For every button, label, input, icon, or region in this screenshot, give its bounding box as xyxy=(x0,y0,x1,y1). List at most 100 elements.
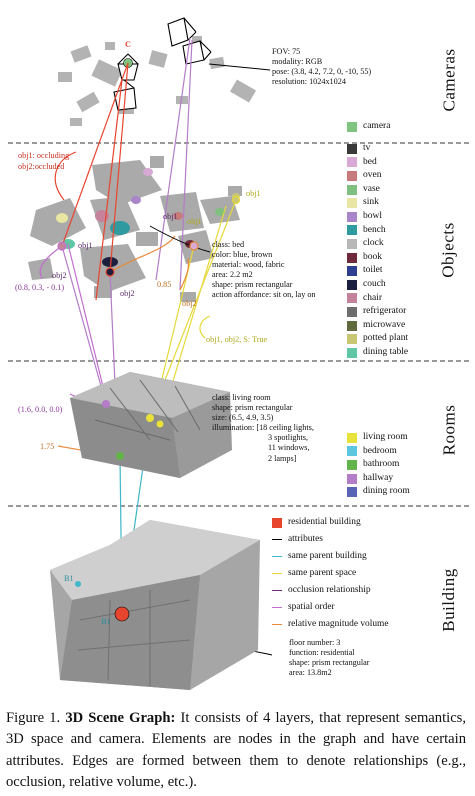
object-legend-item: bowl xyxy=(347,210,408,224)
building-model xyxy=(50,520,260,690)
layer-label-rooms: Rooms xyxy=(439,404,458,456)
object-legend-item: bed xyxy=(347,156,408,170)
object-legend-item: book xyxy=(347,251,408,265)
room-legend-label: bathroom xyxy=(363,459,400,470)
camera-swatch xyxy=(347,121,357,132)
object-legend-item: chair xyxy=(347,292,408,306)
caption-title: 3D Scene Graph: xyxy=(65,710,176,726)
obj1-label-a: obj1 xyxy=(78,241,93,250)
room-legend-swatch xyxy=(347,473,357,484)
camera-point-cloud xyxy=(58,36,257,126)
room-legend-label: hallway xyxy=(363,472,394,483)
object-legend-label: bench xyxy=(363,224,386,235)
object-legend-item: vase xyxy=(347,183,408,197)
object-legend-label: tv xyxy=(363,143,371,153)
camera-frustum-top xyxy=(167,17,212,65)
object-legend-swatch xyxy=(347,238,357,249)
objects-point-cloud xyxy=(28,156,242,302)
edge-legend-line xyxy=(272,539,282,540)
edge-legend-item: same parent space xyxy=(272,565,389,582)
obj1-label-c: obj1 xyxy=(246,189,261,198)
object-legend-item: potted plant xyxy=(347,332,408,346)
edge-legend-line xyxy=(272,573,282,574)
building-node xyxy=(114,606,130,622)
object-legend-swatch xyxy=(347,143,357,154)
object-legend-label: sink xyxy=(363,197,379,208)
edge-legend-item: occlusion relationship xyxy=(272,582,389,599)
object-legend-swatch xyxy=(347,334,357,345)
object-legend-item: dining table xyxy=(347,346,408,360)
edge-legend-line xyxy=(272,607,282,608)
edge-legend-label: same parent space xyxy=(288,568,357,578)
room-legend-swatch xyxy=(347,459,357,470)
object-legend-item: couch xyxy=(347,278,408,292)
same-space-label: obj1, obj2, S: True xyxy=(206,335,268,344)
object-legend-label: refrigerator xyxy=(363,306,407,317)
rooms-building-model xyxy=(70,372,232,478)
object-legend-item: bench xyxy=(347,224,408,238)
object-legend-swatch xyxy=(347,306,357,317)
object-legend-swatch xyxy=(347,184,357,195)
edge-legend-item: relative magnitude volume xyxy=(272,616,389,633)
layer-label-objects: Objects xyxy=(439,222,458,278)
relative-volume-value-rooms: 1.75 xyxy=(40,442,55,451)
object-legend-item: sink xyxy=(347,196,408,210)
edge-legend-item: same parent building xyxy=(272,548,389,565)
layer-label-cameras: Cameras xyxy=(439,48,459,112)
object-legend-swatch xyxy=(347,252,357,263)
obj1-label-b: obj1 xyxy=(163,212,178,221)
object-legend-swatch xyxy=(347,211,357,222)
figure-caption: Figure 1. 3D Scene Graph: It consists of… xyxy=(6,708,466,793)
layer-label-building: Building xyxy=(439,568,459,632)
object-legend-swatch xyxy=(347,293,357,304)
room-legend-swatch xyxy=(347,446,357,457)
camera-c-label: C xyxy=(125,40,131,49)
edge-legend-line xyxy=(272,590,282,591)
object-legend-item: microwave xyxy=(347,319,408,333)
room-legend-swatch xyxy=(347,487,357,498)
object-legend-label: potted plant xyxy=(363,333,409,344)
obj2-label-a: obj2 xyxy=(52,271,67,280)
object-nodes xyxy=(57,195,241,277)
figure-illustration xyxy=(8,17,470,690)
room-legend-item: living room xyxy=(347,431,410,445)
edge-legend-line xyxy=(272,624,282,625)
object-legend-swatch xyxy=(347,198,357,209)
edge-legend-line xyxy=(272,556,282,557)
edge-legend-label: occlusion relationship xyxy=(288,585,371,595)
obj2-label-c: obj2 xyxy=(182,299,197,308)
object-legend-swatch xyxy=(347,157,357,168)
b1-label-a: B1 xyxy=(64,574,74,583)
object-legend-item: clock xyxy=(347,237,408,251)
object-legend-swatch xyxy=(347,266,357,277)
obj1-label-d: obj1 xyxy=(187,217,202,226)
object-legend-label: toilet xyxy=(363,265,383,276)
object-legend-label: microwave xyxy=(363,319,406,330)
object-legend-label: dining table xyxy=(363,346,409,357)
building-swatch xyxy=(272,517,282,528)
occlusion-label-2: obj2:occluded xyxy=(18,162,65,171)
room-nodes xyxy=(102,400,164,460)
object-legend-item: oven xyxy=(347,169,408,183)
object-legend-label: bowl xyxy=(363,210,382,221)
object-legend-swatch xyxy=(347,347,357,358)
room-legend-item: bathroom xyxy=(347,458,410,472)
edge-legend-label: attributes xyxy=(288,534,323,544)
room-legend-label: bedroom xyxy=(363,445,397,456)
object-legend-label: book xyxy=(363,251,382,262)
object-legend-swatch xyxy=(347,279,357,290)
object-legend-item: refrigerator xyxy=(347,305,408,319)
relative-volume-value-objects: 0.85 xyxy=(157,280,172,289)
object-legend-item: tv xyxy=(347,142,408,156)
obj2-label-b: obj2 xyxy=(120,289,135,298)
edge-legend-label: same parent building xyxy=(288,551,367,561)
edge-legend-label: relative magnitude volume xyxy=(288,619,389,629)
object-legend-label: oven xyxy=(363,170,382,181)
